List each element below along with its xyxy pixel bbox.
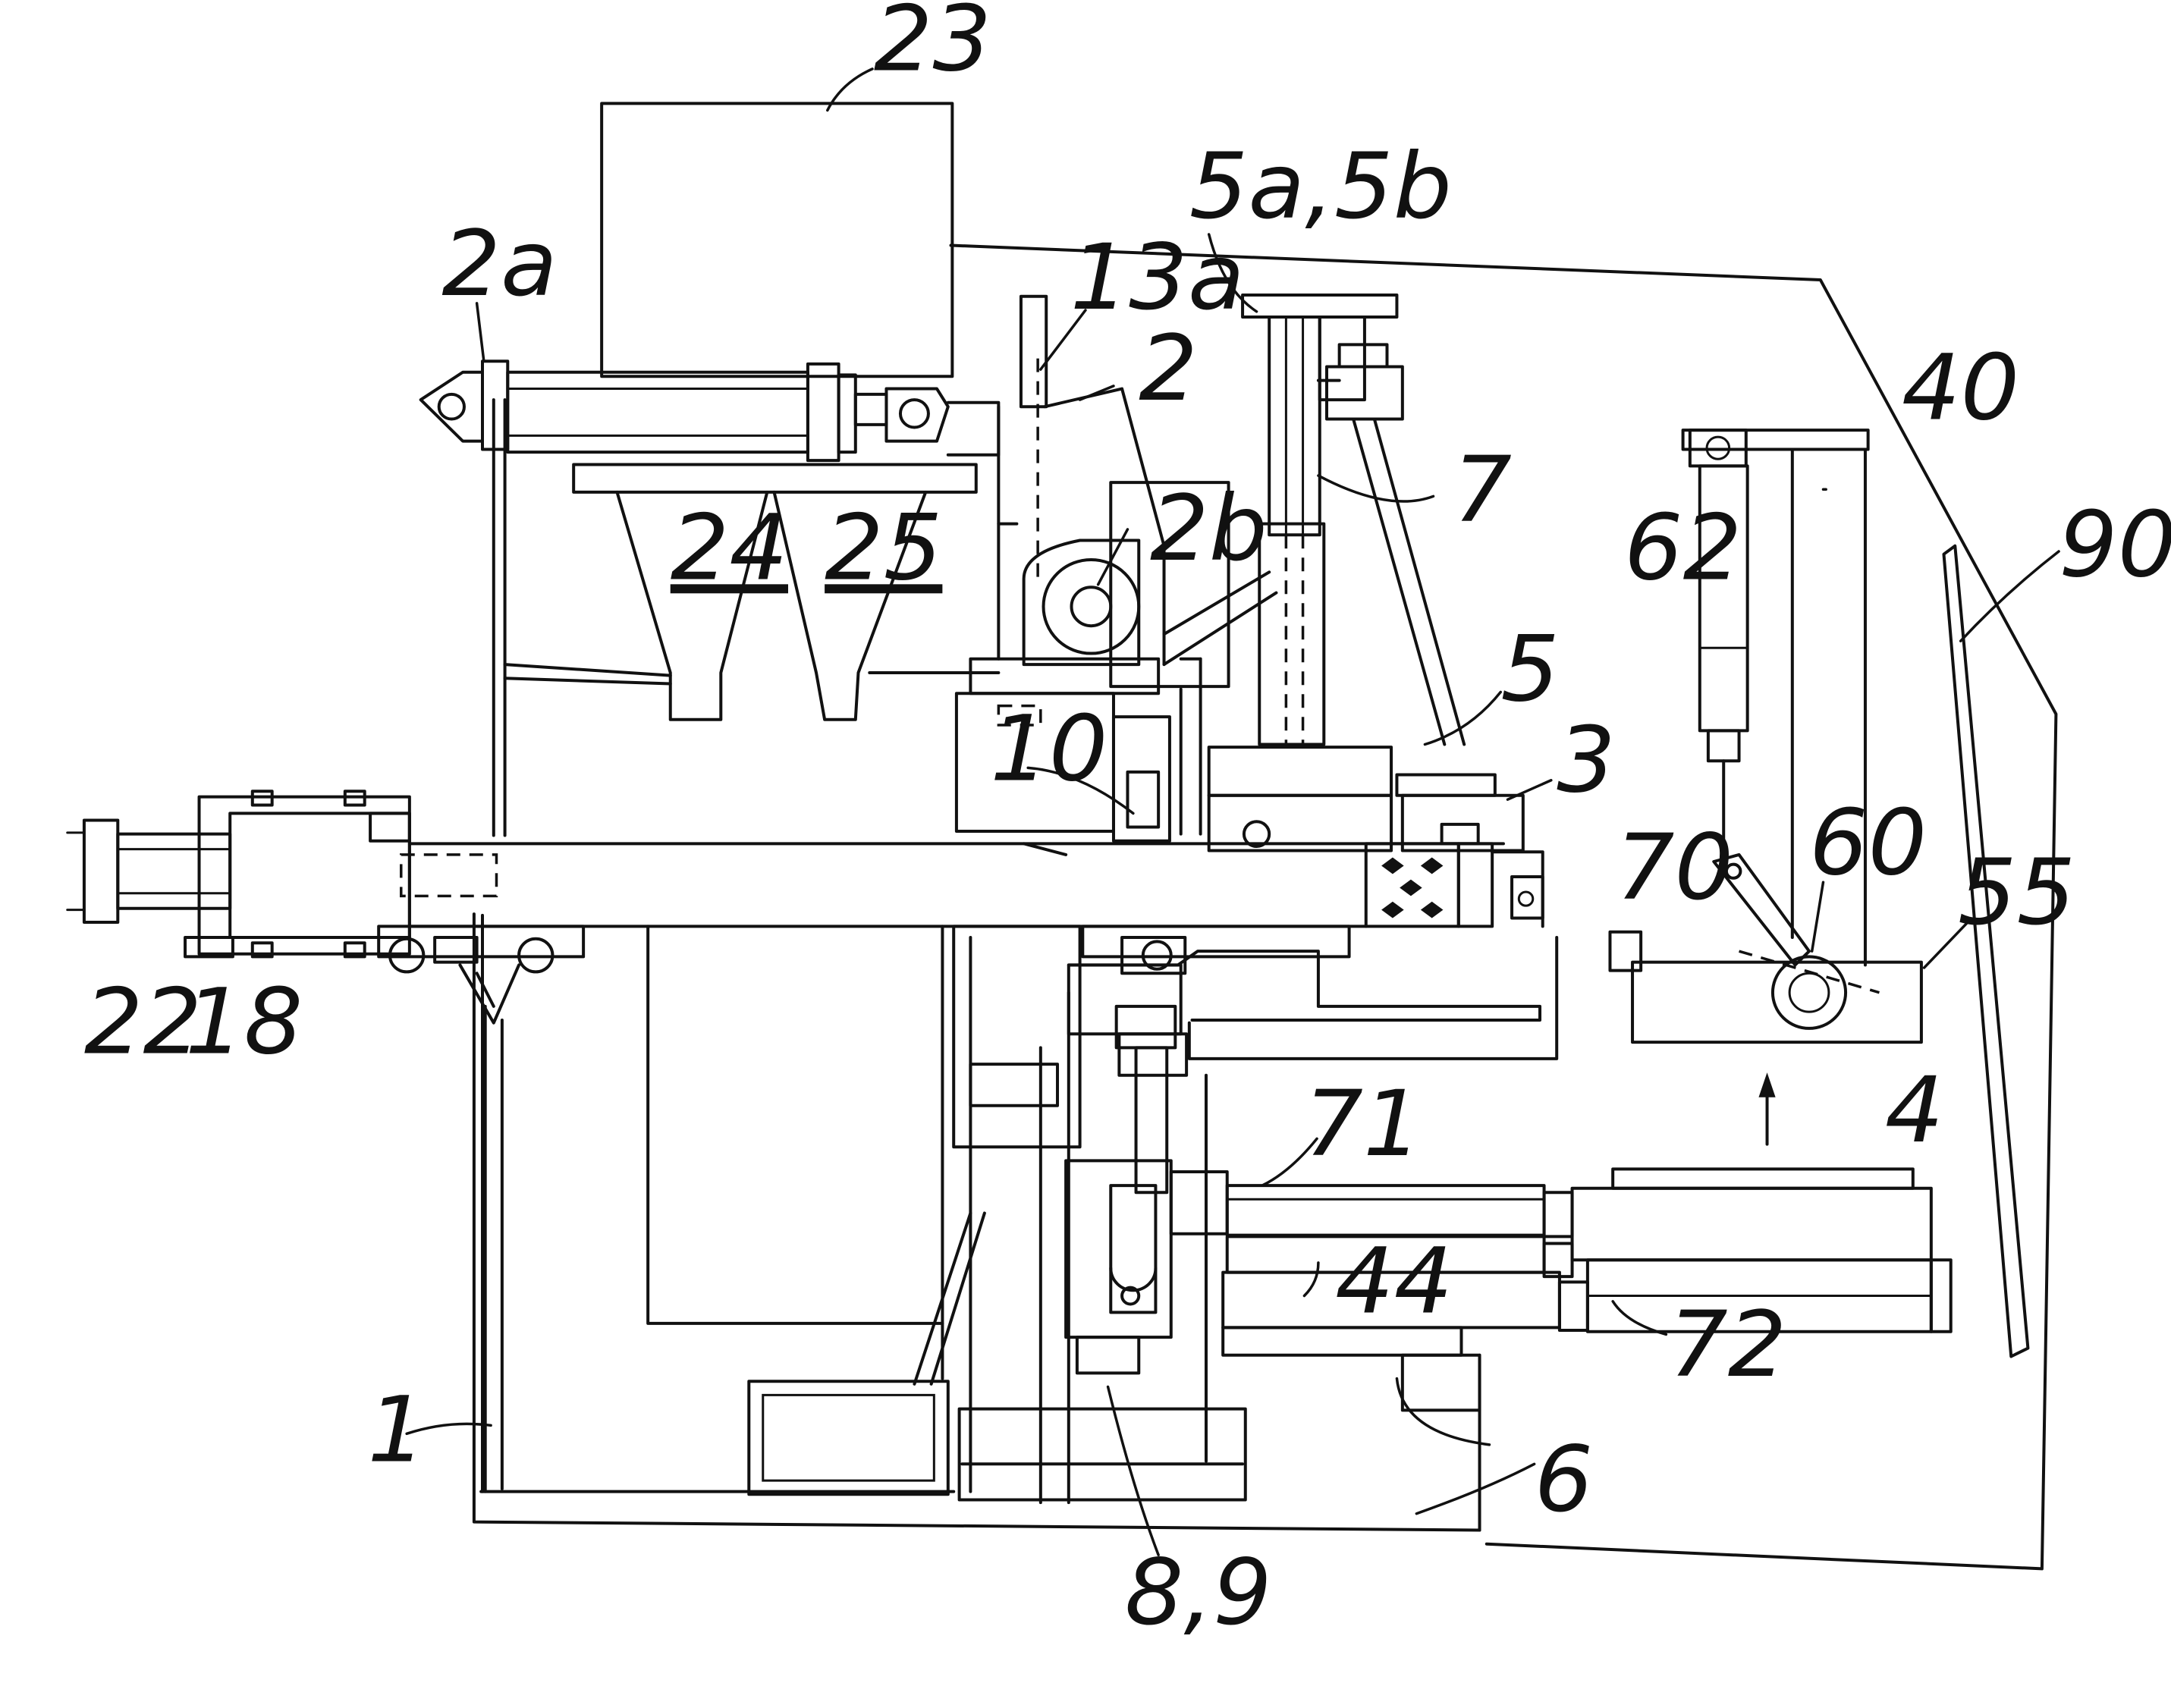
left-post (485, 400, 505, 1492)
label-23: 23 (874, 0, 991, 92)
label-2: 2 (1139, 316, 1198, 422)
block-5 (1209, 747, 1523, 850)
label-18: 18 (185, 969, 303, 1075)
label-10: 10 (990, 696, 1107, 802)
hopper-23 (602, 103, 952, 1378)
label-44: 44 (1335, 1228, 1453, 1334)
label-7: 7 (1453, 437, 1512, 543)
label-70: 70 (1616, 815, 1733, 921)
label-62: 62 (1624, 495, 1742, 601)
label-6: 6 (1535, 1427, 1594, 1533)
label-2b: 2b (1150, 476, 1268, 582)
label-71: 71 (1304, 1071, 1422, 1177)
base-foot (749, 1213, 985, 1494)
label-25: 25 (825, 495, 942, 601)
label-60: 60 (1809, 790, 1927, 896)
label-5a-5b: 5a,5b (1189, 133, 1452, 240)
slanted-plate-90 (1943, 546, 2028, 1357)
label-3: 3 (1557, 707, 1616, 813)
label-24: 24 (671, 495, 788, 601)
label-2a: 2a (441, 211, 557, 317)
central-column (954, 926, 1246, 1502)
label-4: 4 (1885, 1057, 1944, 1163)
label-1: 1 (367, 1377, 426, 1484)
label-90: 90 (2059, 492, 2171, 598)
label-13a: 13a (1070, 224, 1245, 331)
label-72: 72 (1669, 1292, 1786, 1398)
label-22: 22 (84, 969, 202, 1075)
column-5a-5b (1243, 295, 1464, 745)
left-cylinder (68, 791, 410, 956)
horizontal-ram (401, 843, 1543, 926)
label-5: 5 (1500, 616, 1560, 722)
label-8-9: 8,9 (1125, 1540, 1272, 1646)
label-55: 55 (1958, 840, 2075, 946)
label-40: 40 (1902, 335, 2019, 441)
